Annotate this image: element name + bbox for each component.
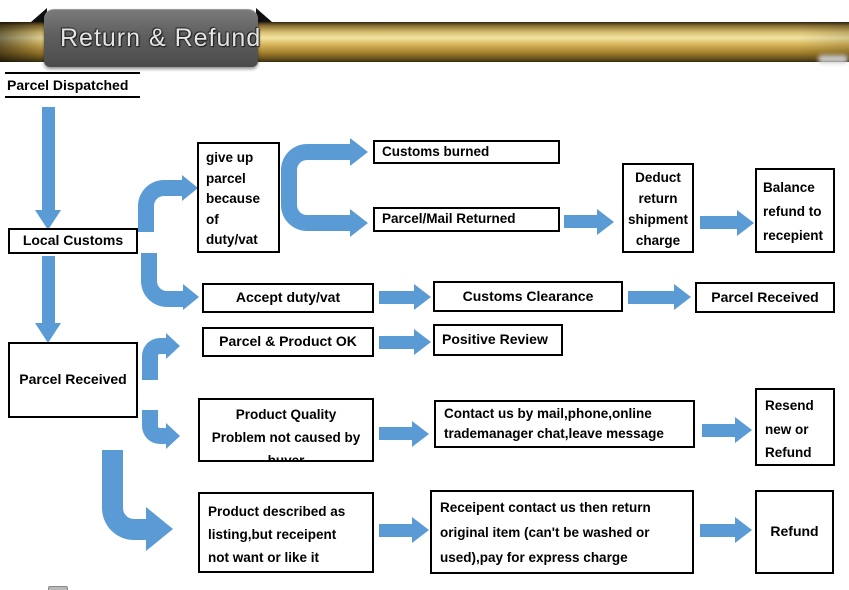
arrow-described-to-return <box>379 515 429 545</box>
node-parcel-product-ok: Parcel & Product OK <box>202 327 374 357</box>
node-refund: Refund <box>755 490 834 574</box>
arrow-down-dispatched-to-customs <box>35 107 62 230</box>
arrow-elbow-received-to-described <box>102 450 148 540</box>
node-customs-clearance: Customs Clearance <box>433 281 623 312</box>
arrow-return-to-refund <box>700 515 752 545</box>
node-product-quality: Product Quality Problem not caused by bu… <box>198 398 374 462</box>
node-positive-review: Positive Review <box>433 324 563 356</box>
arrow-elbow-customs-to-giveup <box>138 180 184 232</box>
arrowhead <box>350 138 368 166</box>
arrow-returned-to-deduct <box>564 208 614 235</box>
node-balance-refund: Balance refund to recepient <box>755 168 835 253</box>
node-receipent-contact: Receipent contact us then return origina… <box>430 490 694 574</box>
node-parcel-mail-returned: Parcel/Mail Returned <box>373 207 560 232</box>
arrow-deduct-to-balance <box>700 209 754 236</box>
tab-fold-left <box>31 8 47 22</box>
node-customs-burned: Customs burned <box>373 140 560 164</box>
arrowhead <box>146 507 173 551</box>
arrow-elbow-received-to-ok <box>142 338 168 380</box>
node-parcel-dispatched: Parcel Dispatched <box>5 72 140 98</box>
node-local-customs: Local Customs <box>8 228 138 254</box>
header-shadow <box>818 55 848 63</box>
arrow-ok-to-review <box>379 328 431 356</box>
node-product-described: Product described as listing,but receipe… <box>198 492 374 573</box>
arrowhead <box>166 423 180 449</box>
node-parcel-received-left: Parcel Received <box>8 342 138 418</box>
arrowhead <box>182 175 198 201</box>
arrowhead <box>183 284 199 310</box>
arrow-contact-to-resend <box>702 416 752 444</box>
arrowhead <box>166 333 180 359</box>
arrowhead <box>350 209 368 237</box>
node-contact-us: Contact us by mail,phone,online trademan… <box>434 400 695 448</box>
node-resend-or-refund: Resend new or Refund <box>755 388 835 466</box>
header-tab: Return & Refund <box>44 9 262 67</box>
tab-fold-right <box>256 8 272 22</box>
arrow-elbow-customs-to-accept <box>141 253 185 307</box>
arrow-down-customs-to-received <box>35 256 62 343</box>
arrow-accept-to-clearance <box>379 283 431 311</box>
arrow-clearance-to-received <box>628 283 691 311</box>
node-accept-duty: Accept duty/vat <box>202 283 374 313</box>
arrow-elbow-received-to-quality <box>142 410 168 444</box>
arrow-elbow-giveup-to-burned <box>281 144 352 189</box>
node-give-up-parcel: give up parcel because of duty/vat <box>197 142 280 253</box>
arrow-quality-to-contact <box>379 420 429 447</box>
node-parcel-received-right: Parcel Received <box>695 282 835 313</box>
arrow-elbow-giveup-to-returned <box>281 187 352 231</box>
node-deduct-charge: Deduct return shipment charge <box>622 163 694 253</box>
page-title: Return & Refund <box>60 24 262 52</box>
cropped-artifact <box>48 586 68 590</box>
